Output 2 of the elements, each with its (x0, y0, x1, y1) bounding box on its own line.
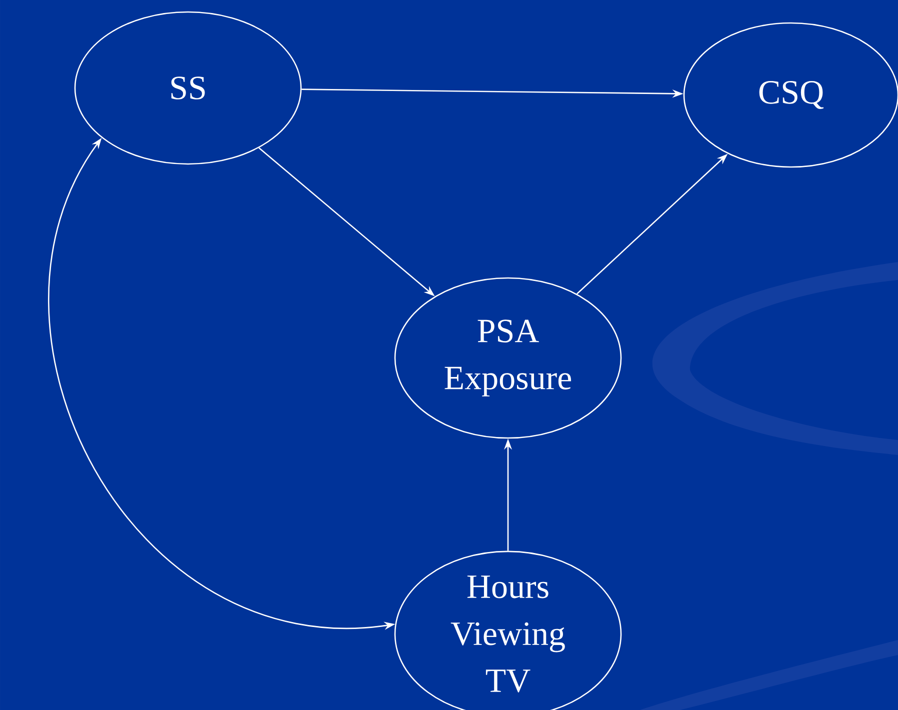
ellipse-node: PSA Exposure (394, 277, 622, 439)
ellipse-node: SS (74, 11, 302, 165)
